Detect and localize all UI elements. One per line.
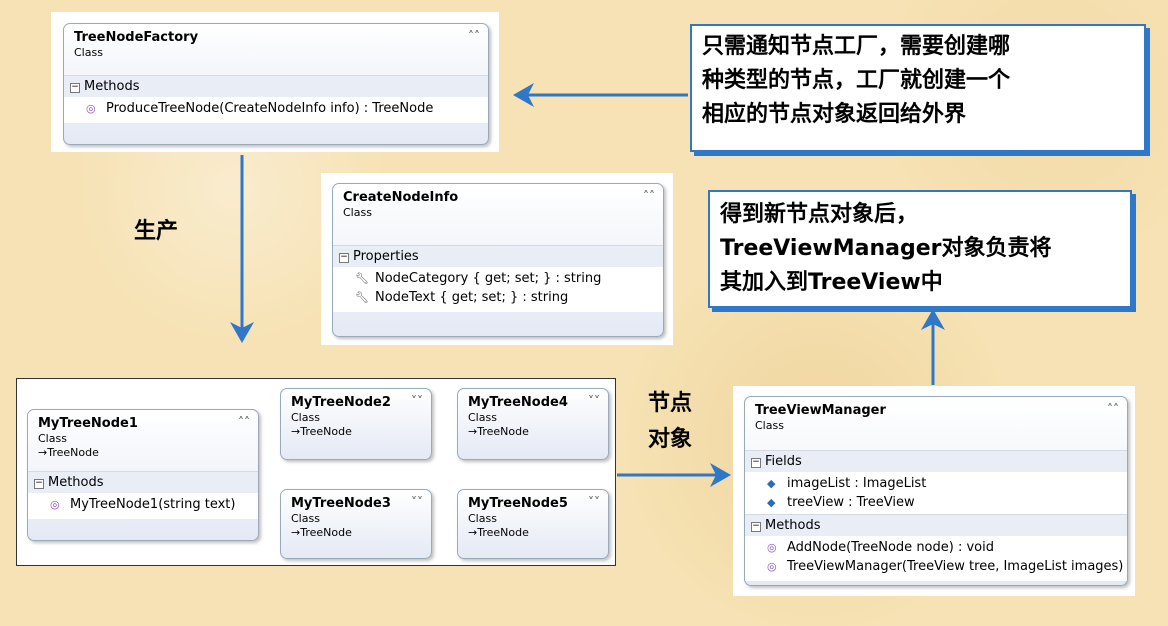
- class-kind: Class: [468, 411, 497, 424]
- member-method: ◎ProduceTreeNode(CreateNodeInfo info) : …: [86, 101, 434, 116]
- class-name: MyTreeNode1: [38, 416, 138, 431]
- class-mytreenode4[interactable]: MyTreeNode4 Class →TreeNode ˅˅: [457, 388, 609, 460]
- field-icon: ◆: [767, 477, 776, 490]
- class-name: MyTreeNode2: [291, 395, 391, 410]
- minus-box-icon[interactable]: −: [751, 457, 761, 468]
- field-icon: ◆: [767, 496, 776, 509]
- class-name: TreeNodeFactory: [74, 30, 199, 45]
- member-method: ◎TreeViewManager(TreeView tree, ImageLis…: [767, 559, 1124, 574]
- method-icon: ◎: [767, 560, 777, 573]
- callout-line: 得到新节点对象后，: [720, 202, 919, 227]
- chevron-up-double-icon[interactable]: ˄˄: [468, 29, 480, 43]
- chevron-down-double-icon[interactable]: ˅˅: [411, 394, 423, 408]
- class-treeviewmanager[interactable]: TreeViewManager Class ˄˄ −Fields ◆imageL…: [744, 396, 1128, 586]
- minus-box-icon[interactable]: −: [34, 478, 44, 489]
- class-name: TreeViewManager: [755, 403, 886, 418]
- class-kind: Class: [343, 206, 372, 219]
- member-property: 🔧︎NodeText { get; set; } : string: [355, 290, 569, 305]
- method-icon: ◎: [86, 102, 96, 115]
- class-mytreenode5[interactable]: MyTreeNode5 Class →TreeNode ˅˅: [457, 489, 609, 559]
- class-name: CreateNodeInfo: [343, 190, 459, 205]
- chevron-down-double-icon[interactable]: ˅˅: [411, 495, 423, 509]
- class-name: MyTreeNode3: [291, 496, 391, 511]
- class-base: →TreeNode: [468, 425, 529, 438]
- minus-box-icon[interactable]: −: [70, 82, 80, 93]
- class-name: MyTreeNode4: [468, 395, 568, 410]
- inheritance-arrow-icon: →: [291, 425, 301, 438]
- callout-line: 种类型的节点，工厂就创建一个: [702, 68, 1011, 93]
- chevron-up-double-icon[interactable]: ˄˄: [238, 415, 250, 429]
- class-base: →TreeNode: [291, 526, 352, 539]
- member-field: ◆imageList : ImageList: [767, 476, 927, 491]
- member-field: ◆treeView : TreeView: [767, 495, 915, 510]
- minus-box-icon[interactable]: −: [751, 521, 761, 532]
- member-method: ◎AddNode(TreeNode node) : void: [767, 540, 994, 555]
- member-property: 🔧︎NodeCategory { get; set; } : string: [355, 271, 602, 286]
- class-kind: Class: [291, 411, 320, 424]
- inheritance-arrow-icon: →: [291, 526, 301, 539]
- chevron-up-double-icon[interactable]: ˄˄: [1107, 402, 1119, 416]
- callout-manager: 得到新节点对象后， TreeViewManager对象负责将 其加入到TreeV…: [708, 190, 1132, 308]
- section-methods[interactable]: −Methods: [28, 471, 258, 493]
- section-methods[interactable]: −Methods: [745, 514, 1127, 536]
- class-createnodeinfo[interactable]: CreateNodeInfo Class ˄˄ −Properties 🔧︎No…: [332, 183, 664, 337]
- class-treenodefactory[interactable]: TreeNodeFactory Class ˄˄ −Methods ◎Produ…: [63, 23, 489, 145]
- label-node-object-1: 节点: [648, 391, 693, 416]
- chevron-down-double-icon[interactable]: ˅˅: [588, 394, 600, 408]
- class-kind: Class: [38, 432, 67, 445]
- method-icon: ◎: [767, 541, 777, 554]
- inheritance-arrow-icon: →: [468, 425, 478, 438]
- wrench-icon: 🔧︎: [355, 272, 369, 285]
- member-method: ◎MyTreeNode1(string text): [50, 497, 236, 512]
- label-node-object-2: 对象: [648, 427, 693, 452]
- callout-line: 其加入到TreeView中: [720, 270, 943, 295]
- chevron-up-double-icon[interactable]: ˄˄: [643, 189, 655, 203]
- section-fields[interactable]: −Fields: [745, 450, 1127, 472]
- section-properties[interactable]: −Properties: [333, 245, 663, 267]
- class-kind: Class: [468, 512, 497, 525]
- class-name: MyTreeNode5: [468, 496, 568, 511]
- class-kind: Class: [755, 419, 784, 432]
- chevron-down-double-icon[interactable]: ˅˅: [588, 495, 600, 509]
- class-mytreenode1[interactable]: MyTreeNode1 Class →TreeNode ˄˄ −Methods …: [27, 409, 259, 541]
- callout-line: 只需通知节点工厂，需要创建哪: [702, 34, 1011, 59]
- inheritance-arrow-icon: →: [38, 446, 48, 459]
- method-icon: ◎: [50, 498, 60, 511]
- minus-box-icon[interactable]: −: [339, 252, 349, 263]
- wrench-icon: 🔧︎: [355, 291, 369, 304]
- label-produce: 生产: [134, 219, 179, 244]
- callout-line: 相应的节点对象返回给外界: [702, 102, 967, 127]
- inheritance-arrow-icon: →: [468, 526, 478, 539]
- callout-factory: 只需通知节点工厂，需要创建哪 种类型的节点，工厂就创建一个 相应的节点对象返回给…: [690, 24, 1146, 152]
- class-base: →TreeNode: [291, 425, 352, 438]
- class-base: →TreeNode: [38, 446, 99, 459]
- class-mytreenode2[interactable]: MyTreeNode2 Class →TreeNode ˅˅: [280, 388, 432, 460]
- class-mytreenode3[interactable]: MyTreeNode3 Class →TreeNode ˅˅: [280, 489, 432, 559]
- class-kind: Class: [291, 512, 320, 525]
- section-methods[interactable]: −Methods: [64, 75, 488, 97]
- class-kind: Class: [74, 46, 103, 59]
- class-base: →TreeNode: [468, 526, 529, 539]
- callout-line: TreeViewManager对象负责将: [720, 236, 1052, 261]
